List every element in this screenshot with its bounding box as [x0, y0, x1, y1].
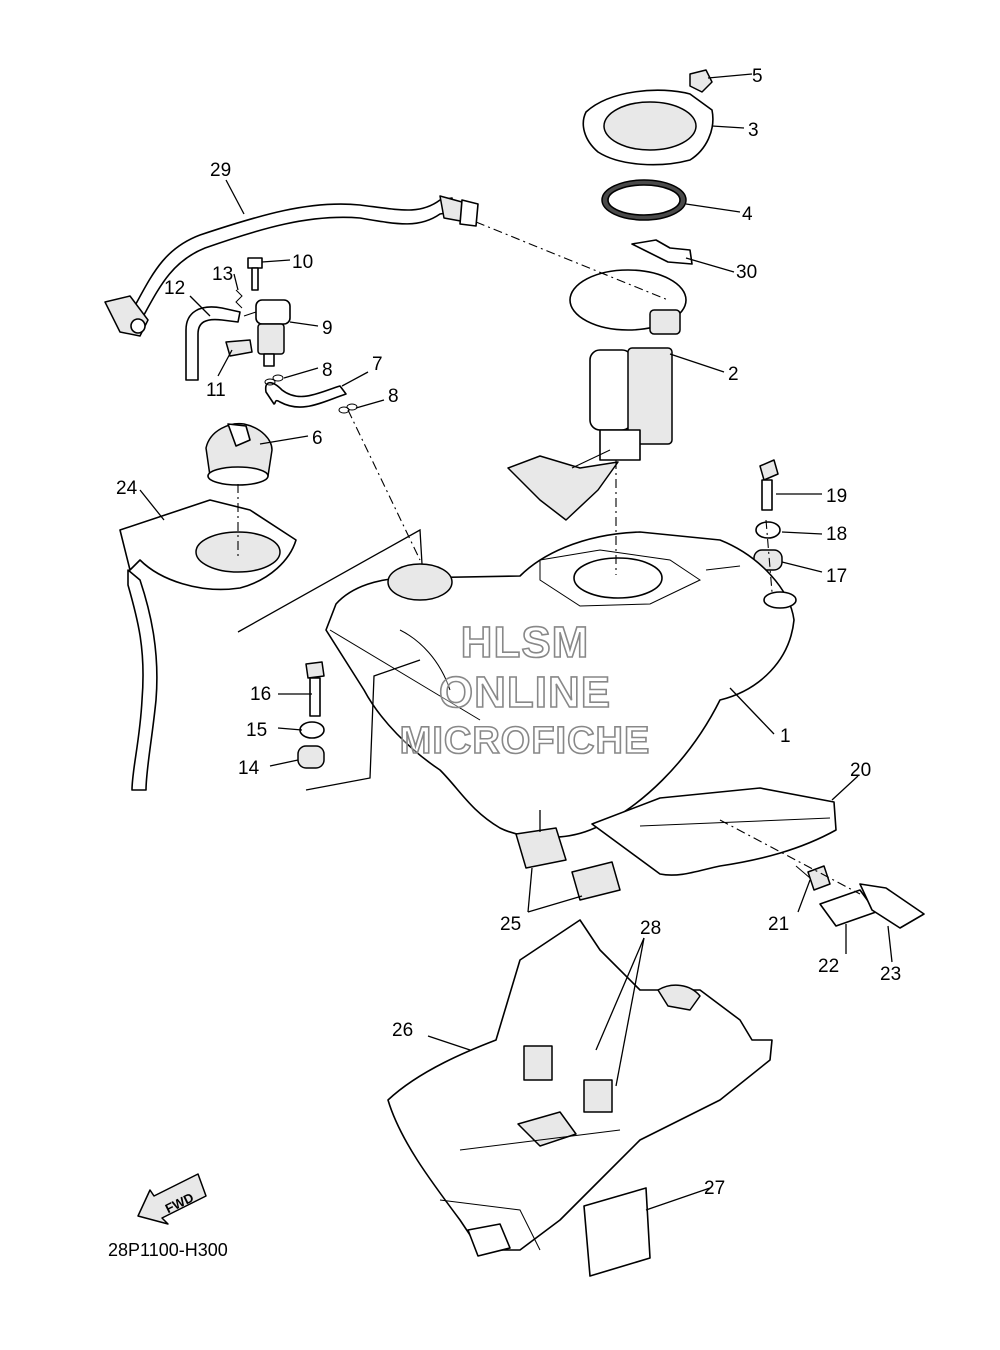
callout-3: 3	[748, 120, 759, 141]
watermark-line-2: ONLINE	[438, 667, 612, 718]
retainer-ring-3[interactable]	[582, 89, 714, 166]
fwd-arrow-icon: FWD	[137, 1173, 207, 1225]
callout-27: 27	[704, 1178, 725, 1199]
callouts: 1 2 3 4 5 6 7 8 8 9 10 11 12 13 14 15 16…	[116, 66, 901, 1199]
screw-21[interactable]	[795, 865, 831, 891]
callout-11: 11	[206, 380, 226, 401]
grommet-14[interactable]	[297, 745, 325, 769]
collar-15[interactable]	[299, 721, 325, 739]
callout-22: 22	[818, 956, 839, 977]
callout-13: 13	[212, 264, 233, 285]
callout-7: 7	[372, 354, 383, 375]
nut-5[interactable]	[689, 69, 713, 93]
callout-23: 23	[880, 964, 901, 985]
callout-25: 25	[500, 914, 521, 935]
fuel-cap-6[interactable]	[205, 422, 273, 486]
fuel-tank-1[interactable]	[325, 531, 797, 839]
short-hose-12[interactable]	[185, 306, 241, 381]
collar-18[interactable]	[755, 521, 781, 539]
hose-clip-30[interactable]	[631, 239, 693, 265]
damper-25-b[interactable]	[571, 861, 621, 901]
hose-7[interactable]	[264, 381, 347, 408]
callout-17: 17	[826, 566, 847, 587]
under-cover-26[interactable]	[387, 919, 773, 1257]
clip-13[interactable]	[235, 289, 243, 309]
callout-12: 12	[164, 278, 185, 299]
callout-2: 2	[728, 364, 739, 385]
callout-5: 5	[752, 66, 763, 87]
callout-1: 1	[780, 726, 791, 747]
callout-4: 4	[742, 204, 753, 225]
callout-10: 10	[292, 252, 313, 273]
callout-19: 19	[826, 486, 847, 507]
assembly-lines	[237, 221, 861, 895]
cap-guard-24[interactable]	[119, 499, 297, 791]
clamp-8-upper[interactable]	[264, 374, 284, 386]
clamp-8-lower[interactable]	[338, 403, 358, 414]
bracket-11[interactable]	[225, 339, 253, 357]
callout-18: 18	[826, 524, 847, 545]
callout-16: 16	[250, 684, 271, 705]
damper-25-a[interactable]	[515, 827, 567, 869]
callout-9: 9	[322, 318, 333, 339]
bolt-16[interactable]	[305, 661, 325, 717]
callout-8b: 8	[388, 386, 399, 407]
fuel-pump-2[interactable]	[507, 269, 687, 521]
plate-23[interactable]	[859, 883, 925, 929]
watermark-line-3: MICROFICHE	[399, 719, 651, 763]
callout-21: 21	[768, 914, 789, 935]
heat-shield-20[interactable]	[591, 787, 837, 876]
vent-hose-29[interactable]	[104, 195, 479, 337]
callout-29: 29	[210, 160, 231, 181]
valve-9[interactable]	[243, 299, 291, 367]
leader-lines	[139, 73, 893, 1211]
watermark-line-1: HLSM	[460, 617, 590, 668]
callout-20: 20	[850, 760, 871, 781]
callout-6: 6	[312, 428, 323, 449]
callout-28: 28	[640, 918, 661, 939]
bolt-19[interactable]	[759, 459, 779, 511]
gasket-4[interactable]	[601, 179, 687, 221]
diagram-code: 28P1100-H300	[108, 1240, 228, 1260]
callout-26: 26	[392, 1020, 413, 1041]
callout-15: 15	[246, 720, 267, 741]
callout-8a: 8	[322, 360, 333, 381]
label-27[interactable]	[583, 1187, 651, 1277]
callout-30: 30	[736, 262, 757, 283]
screw-10[interactable]	[247, 257, 263, 291]
callout-14: 14	[238, 758, 260, 779]
callout-24: 24	[116, 478, 138, 499]
